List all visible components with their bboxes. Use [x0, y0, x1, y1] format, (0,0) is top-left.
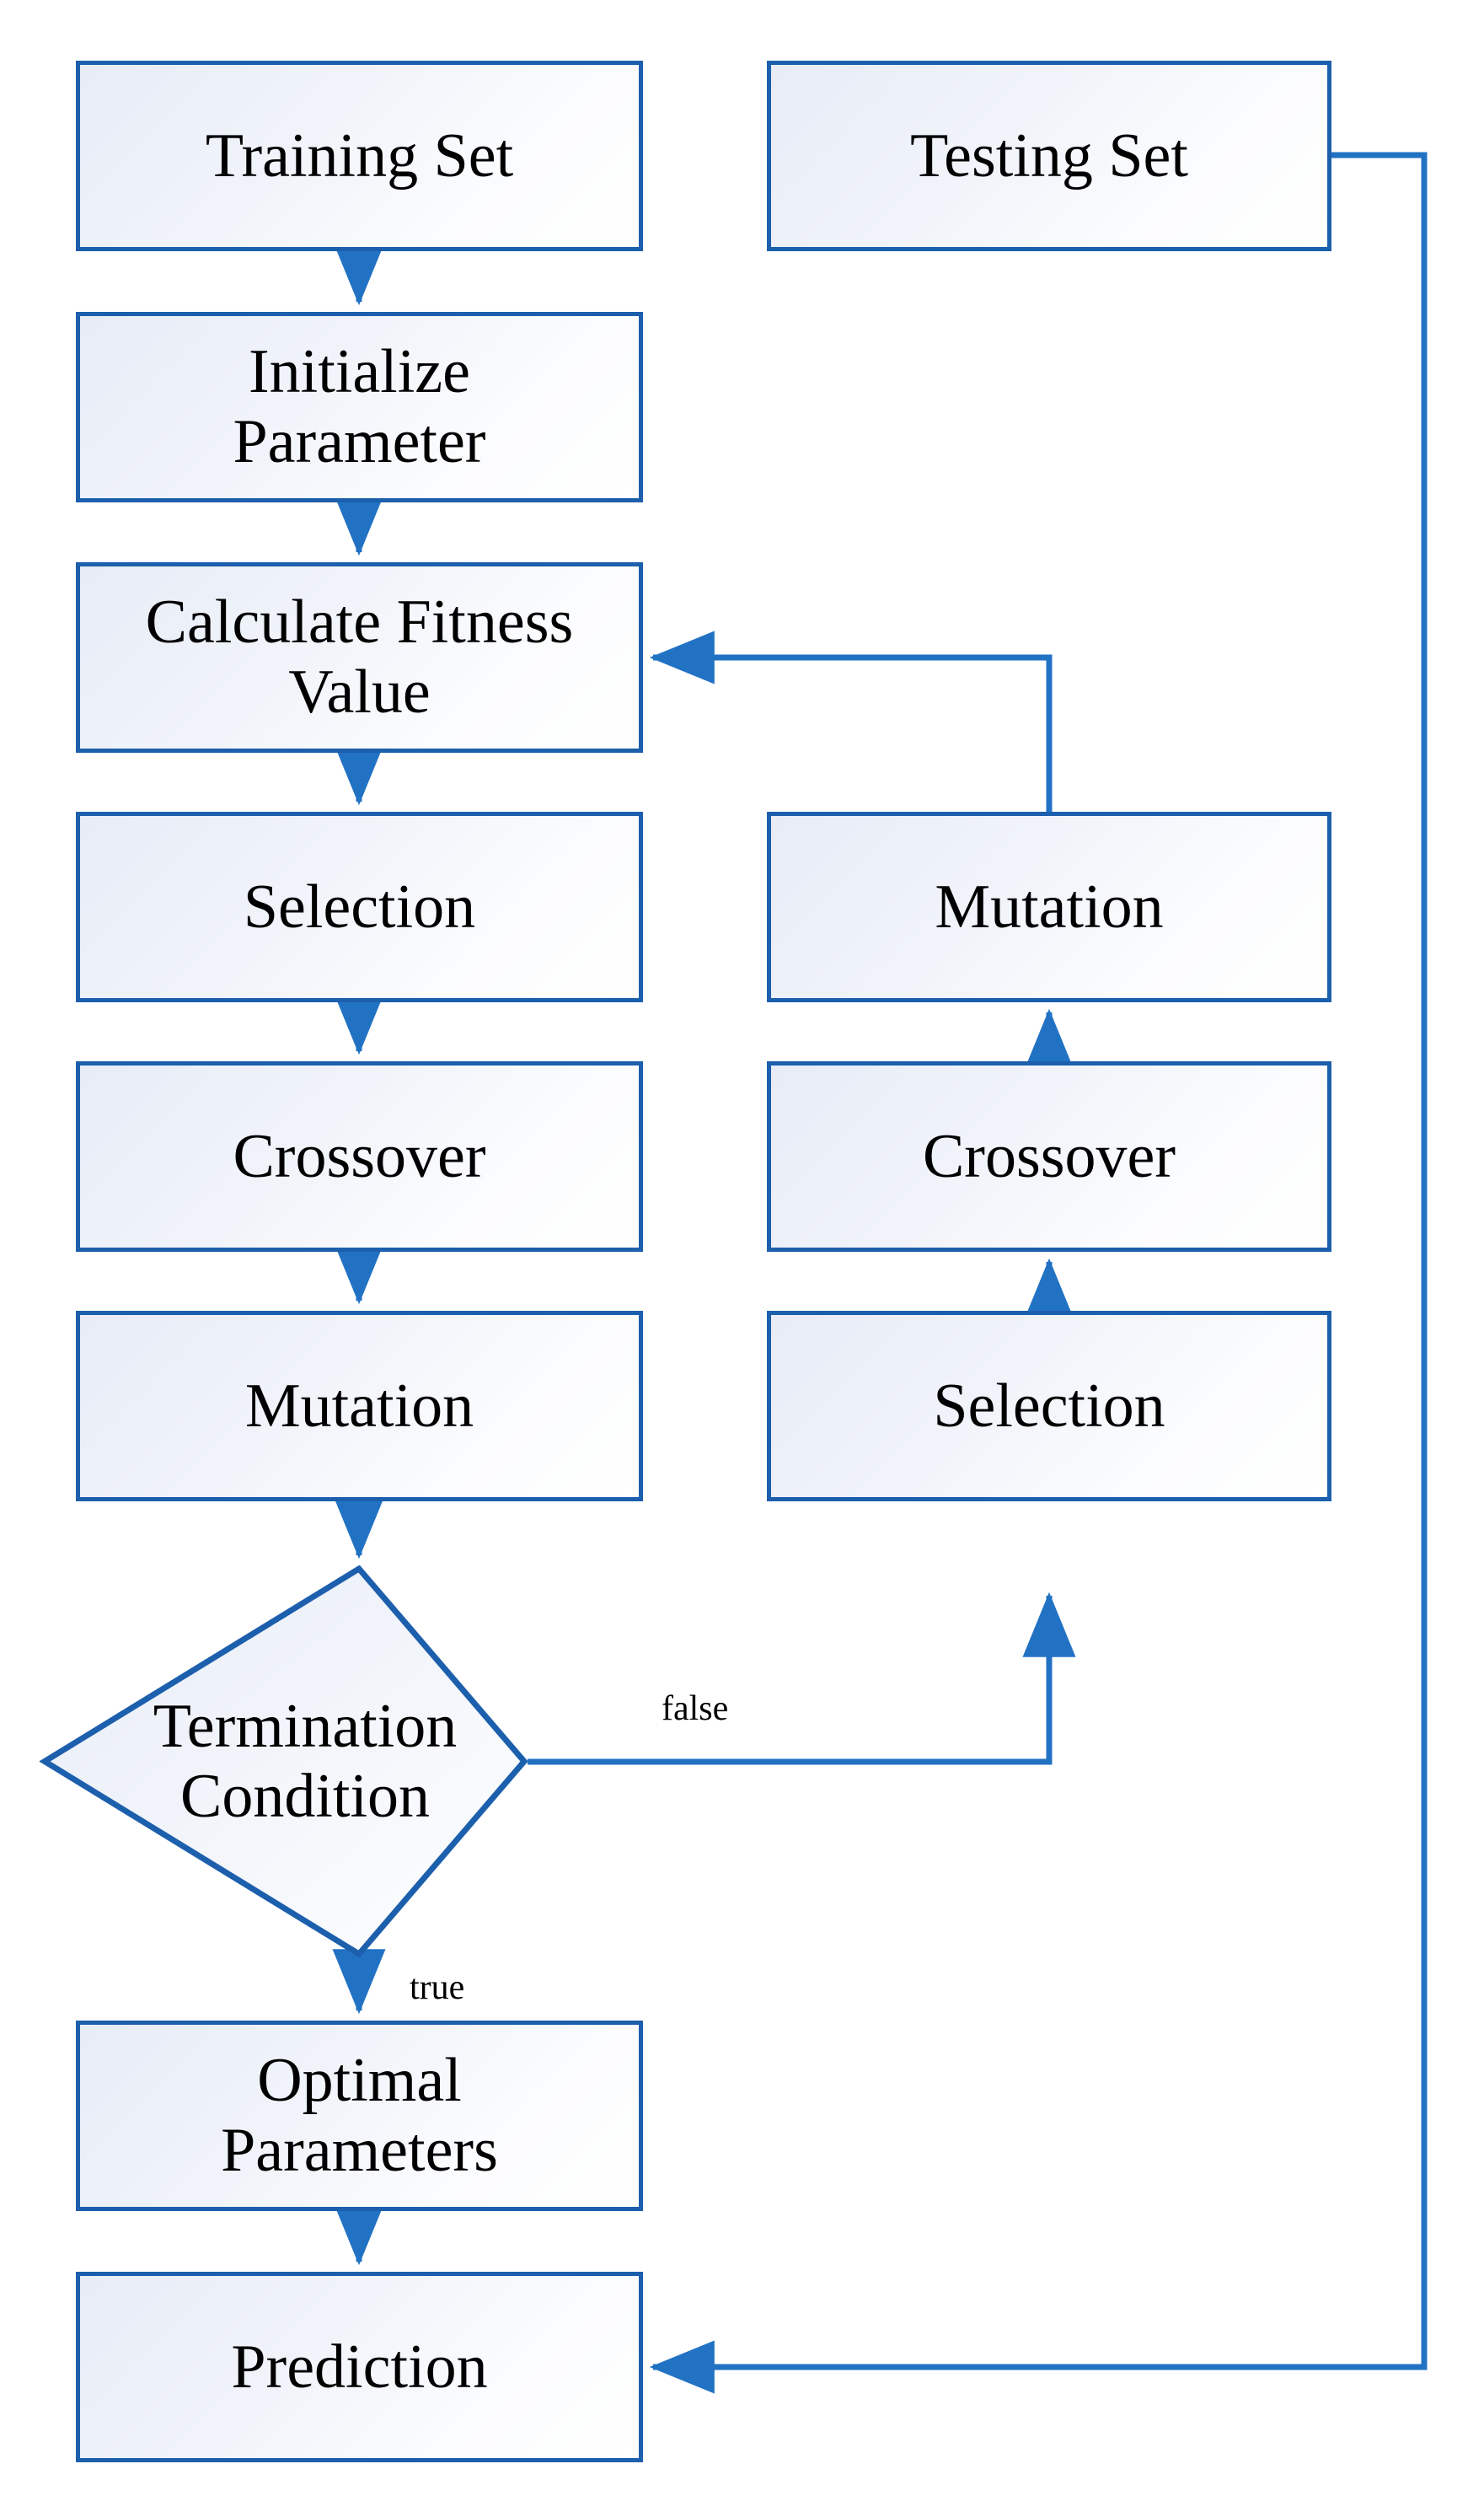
node-optimal-parameters[interactable]: Optimal Parameters — [76, 2021, 643, 2211]
node-label: Mutation — [935, 872, 1164, 942]
node-selection-left[interactable]: Selection — [76, 812, 643, 1002]
node-label: Calculate Fitness Value — [145, 588, 574, 727]
node-termination-condition[interactable]: Termination Condition — [22, 1565, 528, 1957]
node-prediction[interactable]: Prediction — [76, 2272, 643, 2462]
node-label: Initialize Parameter — [233, 337, 486, 476]
node-label-wrap: Termination Condition — [22, 1565, 558, 1957]
node-selection-right[interactable]: Selection — [767, 1311, 1331, 1501]
node-label: Selection — [933, 1371, 1165, 1441]
edge-label-false: false — [662, 1689, 729, 1728]
node-label: Selection — [243, 872, 476, 942]
node-crossover-right[interactable]: Crossover — [767, 1061, 1331, 1252]
node-label: Optimal Parameters — [221, 2046, 498, 2185]
edge-termination-false-to-selection-right — [528, 1592, 1076, 1765]
node-initialize-parameter[interactable]: Initialize Parameter — [76, 312, 643, 502]
edge-testing-to-prediction — [649, 152, 1428, 2394]
node-testing-set[interactable]: Testing Set — [767, 61, 1331, 251]
node-label: Testing Set — [910, 121, 1188, 191]
node-label: Termination Condition — [153, 1691, 458, 1831]
node-crossover-left[interactable]: Crossover — [76, 1061, 643, 1252]
node-label: Mutation — [244, 1371, 474, 1441]
edge-label-true: true — [410, 1968, 465, 2007]
node-label: Crossover — [233, 1121, 486, 1191]
node-mutation-left[interactable]: Mutation — [76, 1311, 643, 1501]
node-label: Prediction — [231, 2332, 488, 2402]
node-training-set[interactable]: Training Set — [76, 61, 643, 251]
edge-mutation-right-to-calculate — [649, 631, 1053, 812]
node-mutation-right[interactable]: Mutation — [767, 812, 1331, 1002]
node-label: Training Set — [205, 121, 514, 191]
node-calculate-fitness-value[interactable]: Calculate Fitness Value — [76, 562, 643, 753]
node-label: Crossover — [922, 1121, 1176, 1191]
